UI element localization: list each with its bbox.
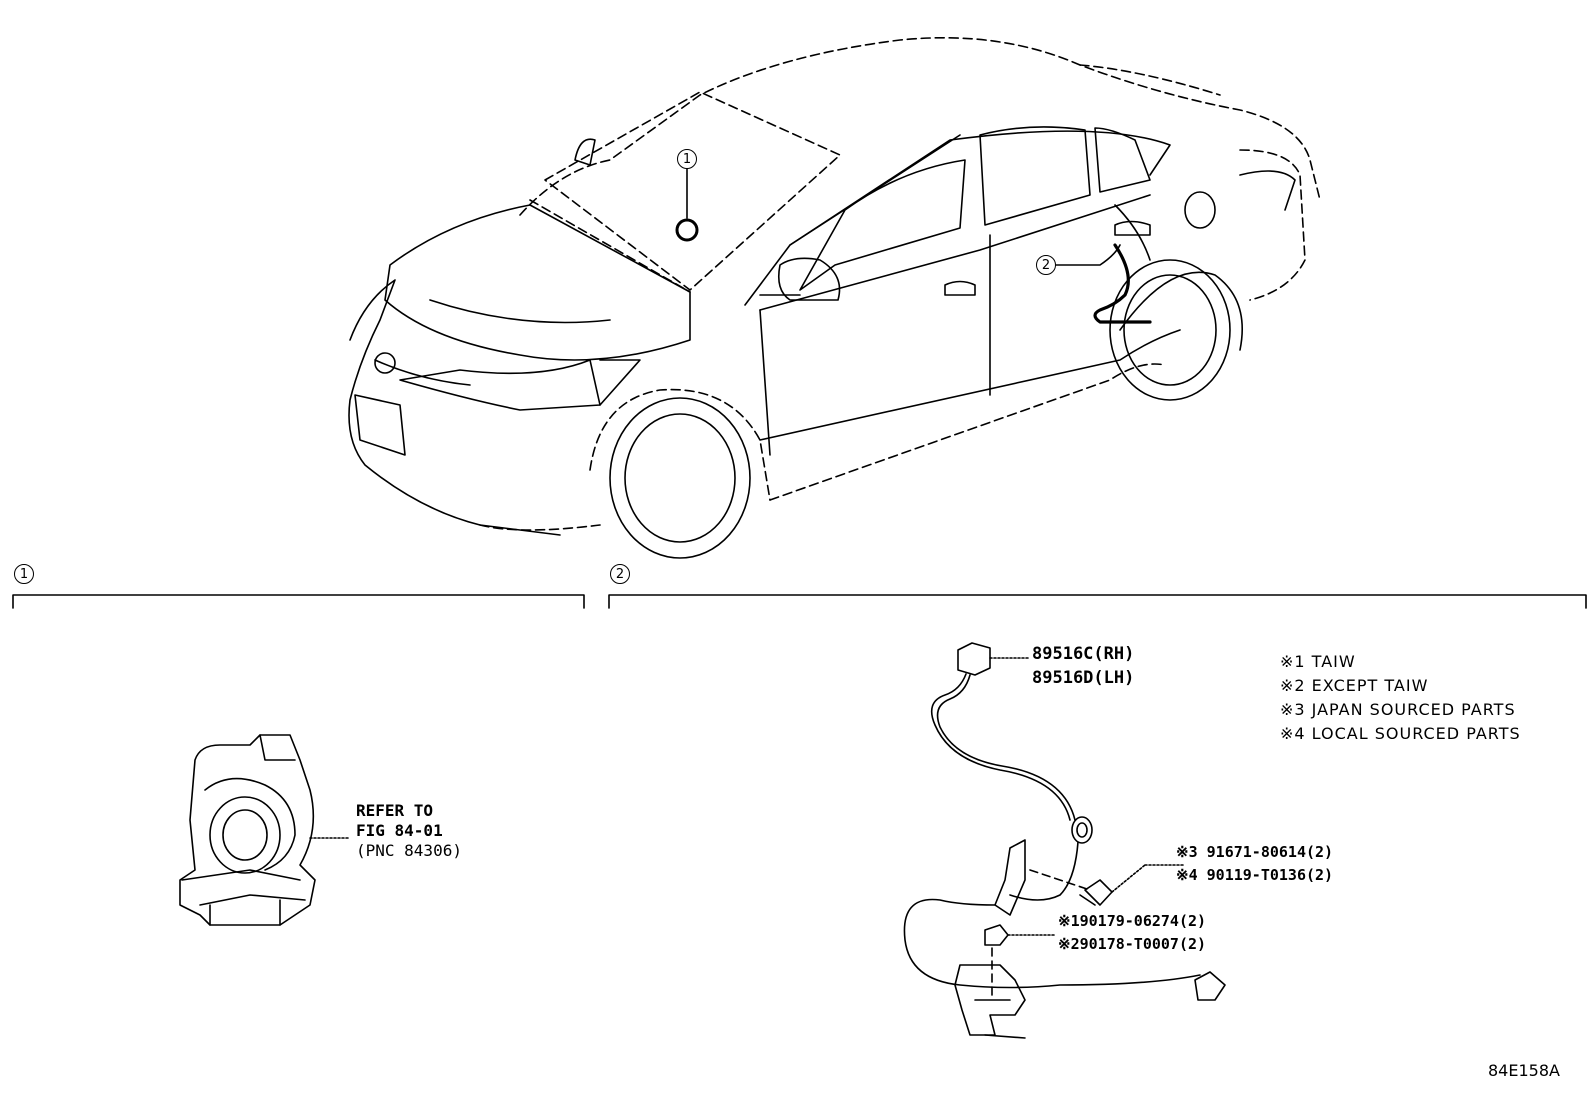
note-3: ※3 JAPAN SOURCED PARTS — [1280, 700, 1516, 719]
clip-except-part: ※290178-T0007(2) — [1058, 935, 1207, 953]
section-2-number: 2 — [610, 564, 630, 584]
note-4: ※4 LOCAL SOURCED PARTS — [1280, 724, 1521, 743]
refer-pnc-label: (PNC 84306) — [356, 841, 462, 860]
part-number-rh: 89516C(RH) — [1032, 644, 1135, 664]
section-1-number: 1 — [14, 564, 34, 584]
bolt-japan-part: ※3 91671-80614(2) — [1176, 843, 1334, 861]
figure-code: 84E158A — [1488, 1061, 1560, 1080]
speed-sensor-drawing — [903, 642, 1226, 1039]
bolt-local-part: ※4 90119-T0136(2) — [1176, 866, 1334, 884]
note-1: ※1 TAIW — [1280, 652, 1356, 671]
car-illustration — [348, 36, 1321, 559]
callout-2-marker: 2 — [1036, 255, 1056, 275]
clip-taiw-part: ※190179-06274(2) — [1058, 912, 1207, 930]
callout-1-marker: 1 — [677, 149, 697, 169]
spiral-cable-drawing — [179, 734, 349, 926]
refer-fig-label: FIG 84-01 — [356, 821, 443, 840]
part-number-lh: 89516D(LH) — [1032, 668, 1135, 688]
note-2: ※2 EXCEPT TAIW — [1280, 676, 1429, 695]
section-brackets — [12, 594, 1587, 609]
refer-to-label: REFER TO — [356, 801, 434, 820]
